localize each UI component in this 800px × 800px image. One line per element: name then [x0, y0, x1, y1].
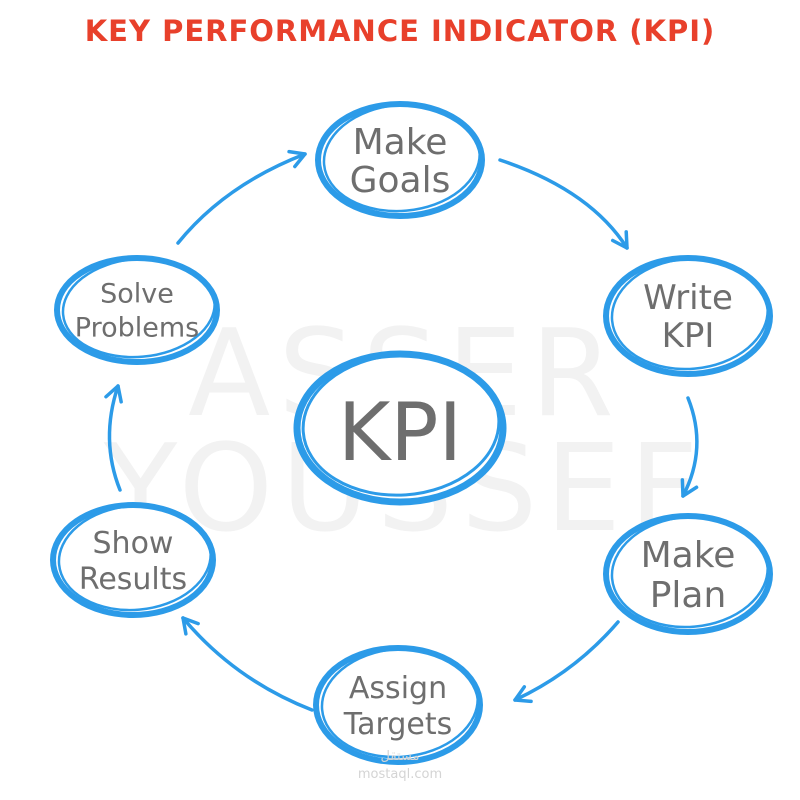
center-node-sketch	[301, 353, 501, 497]
node-make-plan-sketch	[610, 515, 769, 629]
node-show-results-line-1: Show	[93, 526, 174, 561]
cycle-arrow-3	[513, 620, 620, 704]
cycle-nodes: MakeGoalsWriteKPIMakePlanAssignTargetsSh…	[50, 101, 773, 765]
node-make-plan-line-1: Make	[641, 535, 736, 576]
node-solve-problems-outline	[54, 255, 220, 365]
cycle-arrow-2	[680, 396, 699, 498]
node-solve-problems-line-1: Solve	[100, 279, 174, 310]
node-show-results-sketch	[57, 504, 212, 612]
brand-logo-text: مستقل	[381, 749, 420, 764]
center-node: KPI	[293, 350, 507, 506]
node-assign-targets-line-1: Assign	[349, 671, 447, 706]
diagram-title: KEY PERFORMANCE INDICATOR (KPI)	[84, 14, 716, 48]
center-node-label: KPI	[338, 386, 462, 479]
brand-domain: mostaql.com	[358, 767, 442, 782]
node-make-goals-sketch	[322, 103, 481, 213]
node-write-kpi-sketch	[610, 257, 769, 371]
node-solve-problems-sketch	[61, 257, 216, 359]
node-assign-targets-line-2: Targets	[343, 707, 452, 742]
node-assign-targets-sketch	[320, 647, 479, 759]
node-write-kpi-line-1: Write	[643, 278, 733, 318]
node-make-goals-line-1: Make	[353, 122, 448, 163]
node-make-plan-line-2: Plan	[650, 575, 727, 616]
cycle-arrows	[104, 149, 699, 712]
cycle-arrow-6	[176, 149, 307, 245]
node-show-results-line-2: Results	[79, 562, 187, 597]
node-make-goals-line-2: Goals	[350, 160, 451, 201]
node-solve-problems-line-2: Problems	[75, 313, 199, 344]
cycle-arrow-1	[498, 158, 629, 250]
cycle-arrow-4	[181, 616, 314, 712]
cycle-arrow-5	[104, 384, 123, 492]
node-write-kpi-line-2: KPI	[662, 316, 715, 356]
brand-logo: مستقل mostaql.com	[358, 749, 442, 782]
